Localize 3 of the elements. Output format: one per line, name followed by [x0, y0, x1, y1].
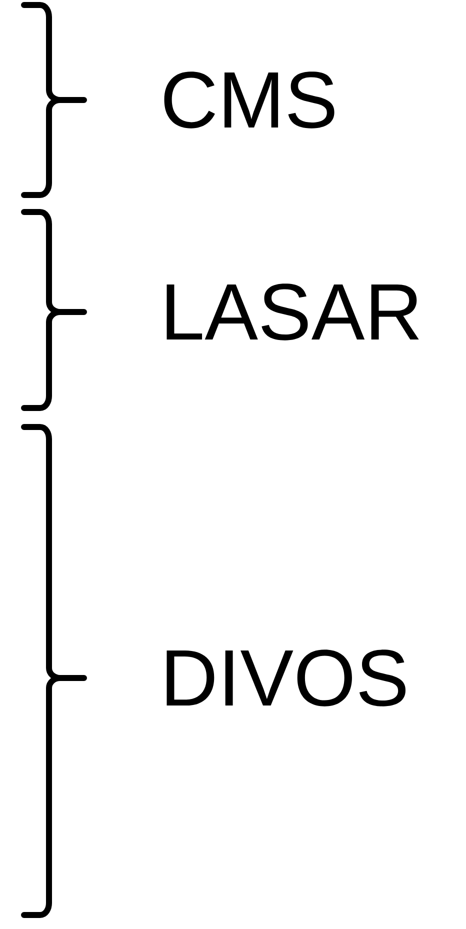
- brace-label: LASAR: [166, 284, 419, 340]
- brace-label: CMS: [164, 72, 334, 128]
- brace-label: DIVOS: [166, 650, 406, 706]
